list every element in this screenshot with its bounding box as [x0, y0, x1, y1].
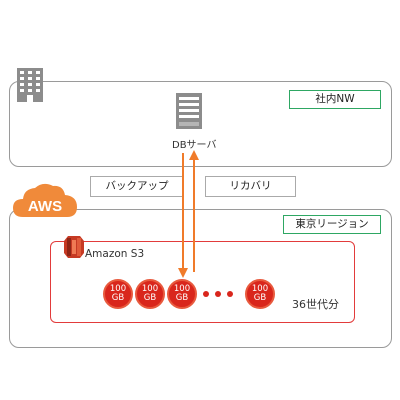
backup-disk: 100 GB: [167, 279, 197, 309]
aws-badge-label: AWS: [28, 198, 62, 215]
tokyo-region-tag: 東京リージョン: [283, 215, 381, 234]
backup-disk: 100 GB: [103, 279, 133, 309]
generations-label: 36世代分: [292, 298, 339, 311]
amazon-s3-icon: [64, 236, 84, 258]
db-server-icon: [176, 93, 202, 129]
onprem-network-container: [9, 81, 392, 167]
backup-disk: 100 GB: [135, 279, 165, 309]
backup-label: バックアップ: [90, 176, 184, 197]
office-building-icon: [17, 68, 43, 102]
s3-bucket-container: [50, 241, 355, 323]
amazon-s3-label: Amazon S3: [85, 248, 145, 260]
recovery-label: リカバリ: [205, 176, 296, 197]
aws-cloud-container: [9, 209, 392, 348]
aws-cloud-badge: AWS: [13, 183, 77, 217]
ellipsis-dot: [227, 291, 233, 297]
ellipsis-dot: [215, 291, 221, 297]
ellipsis-dot: [203, 291, 209, 297]
onprem-network-tag: 社内NW: [289, 90, 381, 109]
db-server-label: DBサーバ: [172, 140, 217, 151]
backup-disk: 100 GB: [245, 279, 275, 309]
